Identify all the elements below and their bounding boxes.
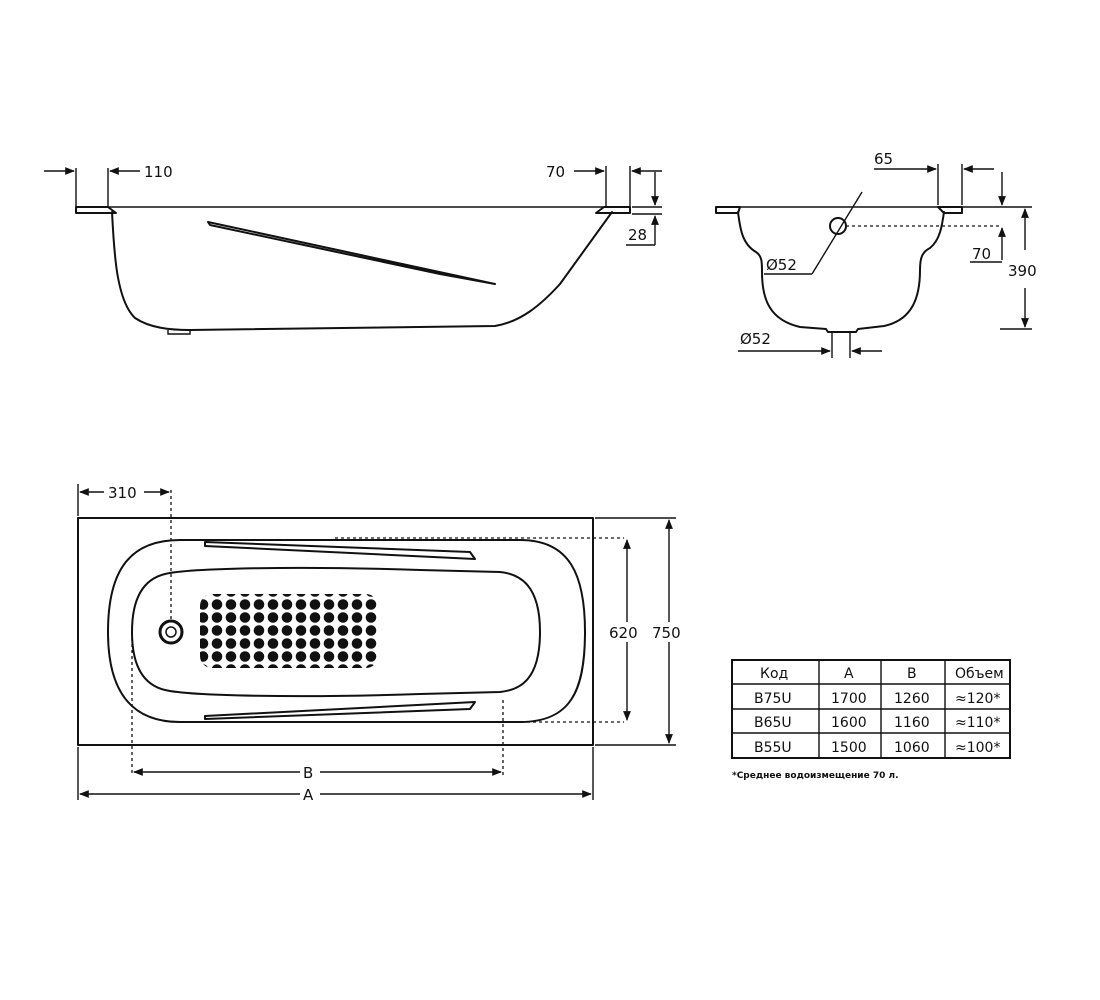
table-cell: B65U — [754, 715, 792, 731]
dim-overflow-diameter: Ø52 — [766, 256, 797, 274]
dim-drain-diameter: Ø52 — [740, 330, 771, 348]
top-view: 310 620 750 B A — [77, 484, 681, 804]
top-view-outer-rim — [77, 517, 594, 746]
end-view-rim-left — [715, 206, 741, 214]
dim-a: A — [303, 786, 314, 804]
side-view-backrest-line — [207, 221, 496, 285]
end-view-rim-right — [937, 206, 963, 214]
table-header-volume: Объем — [955, 666, 1004, 682]
dim-drain-offset: 310 — [108, 484, 137, 502]
top-view-armrest-upper — [204, 541, 476, 560]
table-cell: 1260 — [894, 691, 930, 707]
top-view-armrest-lower — [204, 701, 476, 720]
table-cell: 1500 — [831, 740, 867, 756]
top-view-floor — [131, 566, 541, 698]
table-header-b: B — [907, 666, 917, 682]
table-cell: ≈120* — [955, 691, 1000, 707]
table-cell: B55U — [754, 740, 792, 756]
table-cell: ≈100* — [955, 740, 1000, 756]
dim-rim-right: 70 — [546, 163, 565, 181]
table-cell: 1160 — [894, 715, 930, 731]
table-footnote: *Среднее водоизмещение 70 л. — [732, 771, 899, 781]
anti-slip-mat — [200, 594, 378, 668]
table-cell: B75U — [754, 691, 792, 707]
table-cell: 1700 — [831, 691, 867, 707]
dim-inner-width: 620 — [609, 624, 638, 642]
dim-outer-width: 750 — [652, 624, 681, 642]
table-cell: 1060 — [894, 740, 930, 756]
spec-table: Код A B Объем B75U 1700 1260 ≈120* B65U … — [731, 659, 1011, 781]
side-view: 110 70 28 — [44, 163, 662, 335]
side-view-tub-body — [111, 211, 613, 331]
end-view-tub-profile — [737, 211, 945, 333]
dim-height: 390 — [1008, 262, 1037, 280]
table-header-a: A — [844, 666, 854, 682]
side-view-rim-right — [595, 206, 631, 214]
end-view: Ø52 65 70 390 Ø52 — [715, 150, 1037, 358]
dim-overflow-height: 70 — [972, 245, 991, 263]
dim-b: B — [303, 764, 313, 782]
table-header-code: Код — [760, 666, 788, 682]
table-cell: ≈110* — [955, 715, 1000, 731]
table-cell: 1600 — [831, 715, 867, 731]
dim-overflow-offset: 65 — [874, 150, 893, 168]
dim-rim-depth: 28 — [628, 226, 647, 244]
side-view-rim-left — [75, 206, 117, 214]
dim-rim-left: 110 — [144, 163, 173, 181]
